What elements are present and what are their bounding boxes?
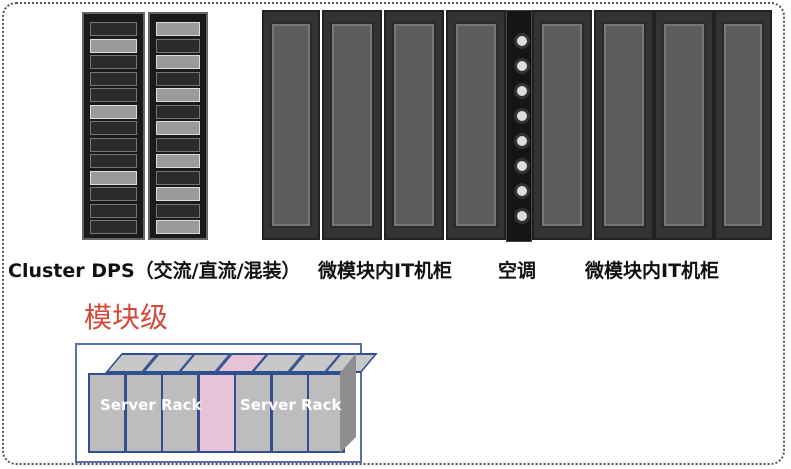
fan-icon [514,58,530,74]
fan-icon [514,183,530,199]
module-level-title: 模块级 [84,301,169,334]
server-unit [156,55,200,69]
server-unit [90,104,137,119]
server-unit [156,38,200,53]
fan-icon [514,83,530,99]
fan-icon [514,108,530,124]
server-unit [90,170,137,185]
server-unit [90,154,137,168]
it-cabinet [654,10,714,240]
server-unit [156,203,200,218]
rack-row-side [340,353,356,453]
it-cabinet-right-label: 微模块内IT机柜 [585,260,720,282]
server-rack-block [124,373,163,453]
server-rack-label-left: Server Rack [100,396,202,414]
server-unit [156,22,200,36]
it-cabinet [322,10,382,240]
server-unit [156,121,200,135]
it-cabinet [446,10,506,240]
server-rack-label-right: Server Rack [240,396,342,414]
it-cabinet [532,10,592,240]
server-unit [156,71,200,86]
server-unit [90,220,137,234]
server-unit [90,203,137,218]
fan-icon [514,133,530,149]
it-cabinet [714,10,772,240]
server-unit [90,71,137,86]
fan-icon [514,208,530,224]
server-unit [156,170,200,185]
server-unit [90,22,137,36]
server-unit [156,220,200,234]
dotted-frame [2,2,785,465]
it-cabinet [262,10,320,240]
server-unit [156,154,200,168]
it-cabinet [384,10,444,240]
it-cabinet-left-label: 微模块内IT机柜 [318,260,453,282]
server-unit [90,88,137,102]
server-unit [156,104,200,119]
fan-icon [514,33,530,49]
fan-icon [514,158,530,174]
server-unit [90,38,137,53]
server-rack-block [234,373,272,453]
server-unit [156,187,200,201]
server-rack-image-2 [148,12,208,240]
server-rack-block [307,373,345,453]
server-unit [156,88,200,102]
server-unit [156,137,200,152]
server-rack-image-1 [82,12,145,240]
server-unit [90,55,137,69]
air-conditioner-label: 空调 [498,260,537,282]
server-unit [90,121,137,135]
server-unit [90,137,137,152]
it-cabinet [594,10,654,240]
server-unit [90,187,137,201]
module-diagram-box [75,343,362,463]
cluster-dps-label: Cluster DPS（交流/直流/混装） [8,260,301,282]
cooling-unit-block [197,373,236,453]
air-conditioner-unit [506,10,532,242]
